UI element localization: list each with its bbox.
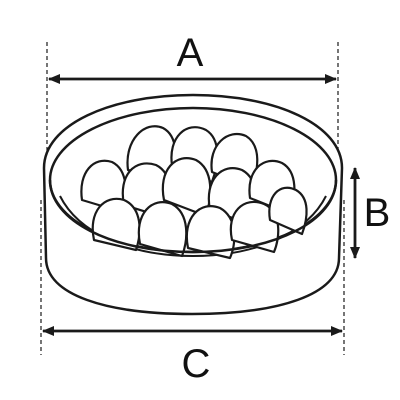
feeder-lumps [80,125,308,260]
dimension-label-c: C [182,342,211,386]
extension-lines [40,42,345,355]
bowl-front-rim [48,179,338,254]
dimension-label-b: B [364,191,391,235]
lump [229,200,280,254]
lump [185,205,236,260]
dimension-label-a: A [177,31,204,75]
lump [137,201,188,258]
slow-feeder-bowl-icon [42,93,344,316]
